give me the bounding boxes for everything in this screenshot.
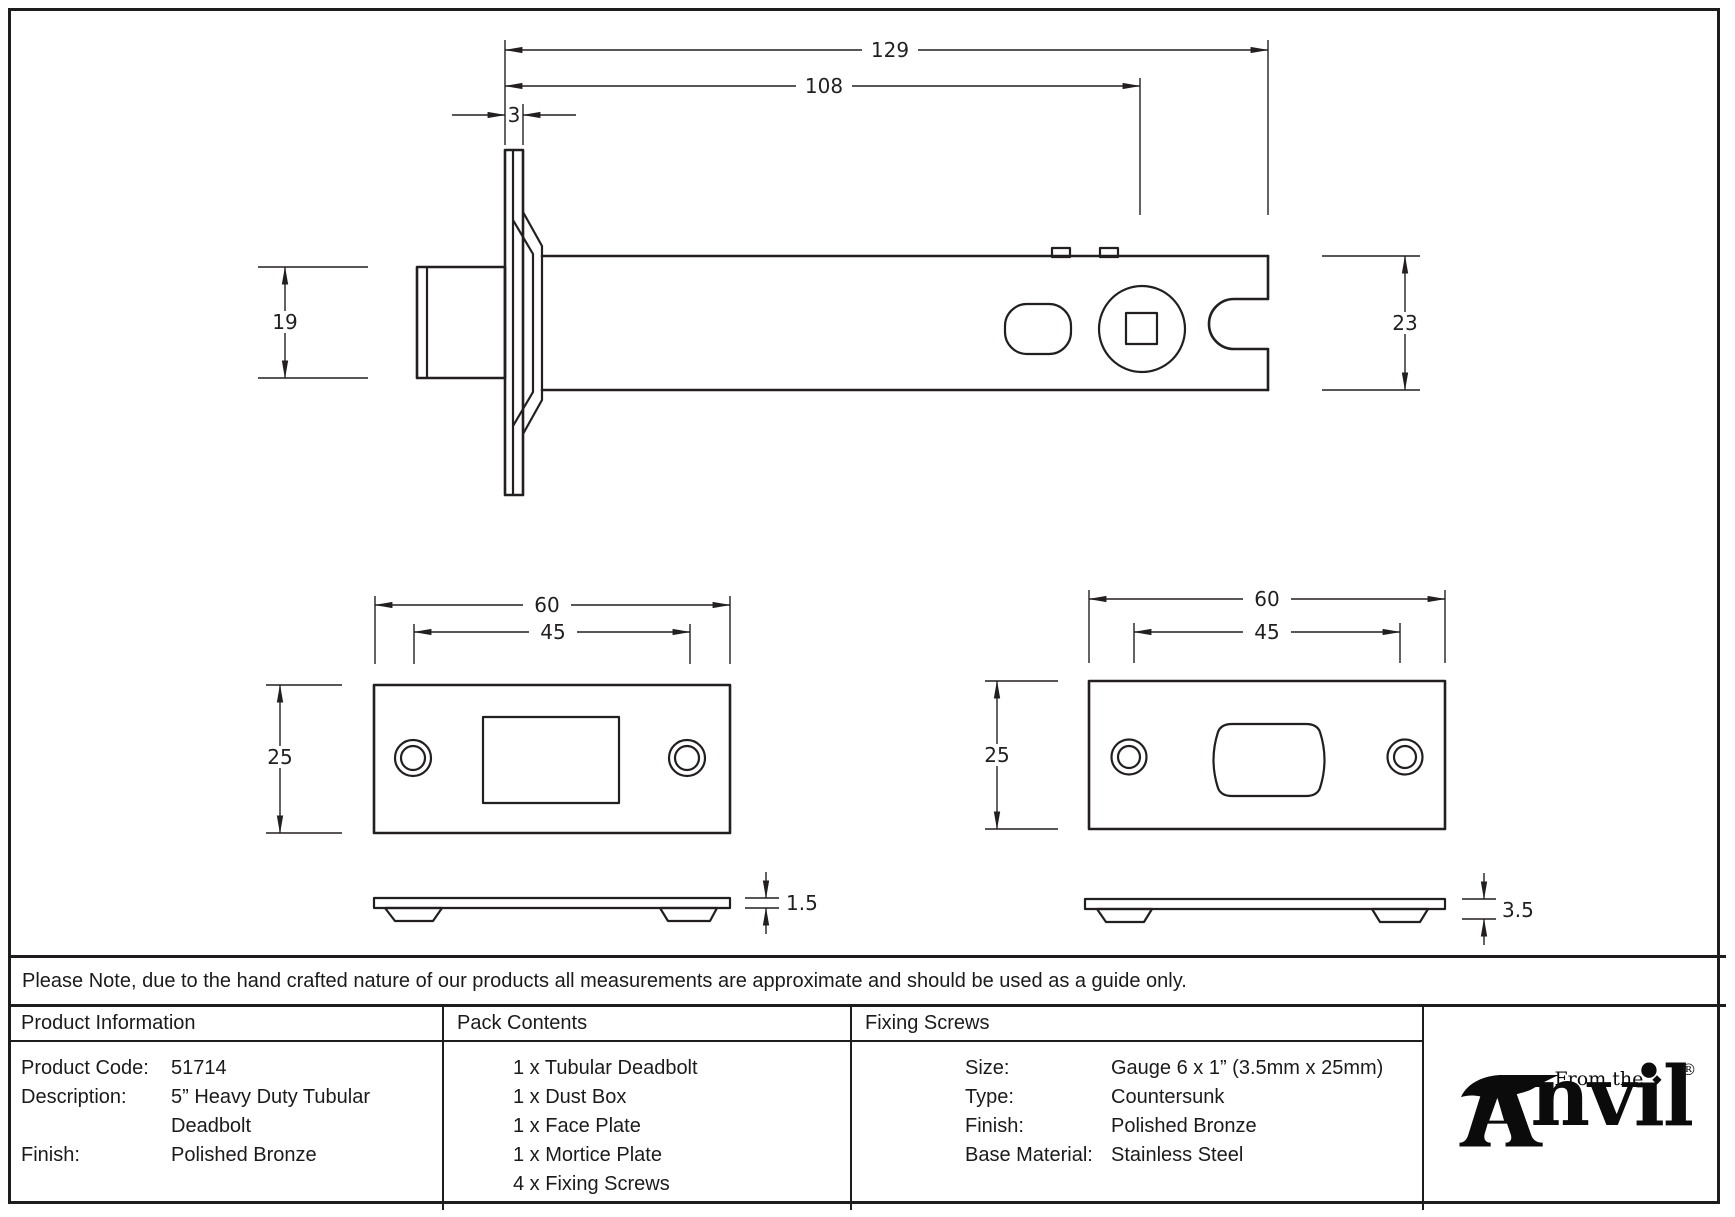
product-info-header: Product Information — [8, 1007, 442, 1042]
svg-text:45: 45 — [540, 620, 565, 644]
svg-text:23: 23 — [1392, 311, 1417, 335]
dim-overall-length: 129 — [504, 38, 1269, 215]
field-value: Countersunk — [1111, 1086, 1225, 1108]
field-label: Product Code: — [21, 1057, 149, 1079]
fixing-screws-section: Fixing Screws Size: Gauge 6 x 1” (3.5mm … — [852, 1007, 1424, 1210]
logo-cell: nvil From the◆ ® — [1424, 1007, 1726, 1210]
field-value: 51714 — [171, 1057, 227, 1079]
svg-text:3.5: 3.5 — [1502, 898, 1534, 922]
description-row-2: Deadbolt — [8, 1112, 442, 1141]
dim-mortice-fixing-centres: 45 — [413, 620, 691, 664]
svg-text:1.5: 1.5 — [786, 891, 818, 915]
pack-contents-header: Pack Contents — [444, 1007, 850, 1042]
field-value: Gauge 6 x 1” (3.5mm x 25mm) — [1111, 1057, 1384, 1079]
field-value: Polished Bronze — [171, 1144, 317, 1166]
dim-faceplate-thickness: 3 — [452, 103, 576, 145]
svg-text:108: 108 — [805, 74, 843, 98]
field-label: Size: — [965, 1057, 1010, 1079]
finish-row: Finish: Polished Bronze — [852, 1112, 1422, 1141]
dim-mortice-width: 60 — [374, 593, 731, 664]
dim-mortice-height: 25 — [263, 684, 342, 834]
finish-row: Finish: Polished Bronze — [8, 1141, 442, 1170]
dim-faceplate-width: 60 — [1088, 587, 1446, 663]
mortice-plate-front-view — [372, 683, 732, 835]
dim-length-to-spindle: 108 — [504, 74, 1141, 215]
fixing-screws-header: Fixing Screws — [852, 1007, 1422, 1042]
product-code-row: Product Code: 51714 — [8, 1054, 442, 1083]
mortice-plate-side-view — [372, 896, 732, 923]
dim-faceplate-height: 25 — [980, 680, 1058, 830]
anvil-a-icon — [1458, 1074, 1559, 1146]
svg-text:60: 60 — [534, 593, 559, 617]
field-value: Deadbolt — [171, 1115, 252, 1137]
technical-drawing: 129 108 3 19 23 — [258, 38, 1534, 945]
dim-case-height: 23 — [1322, 255, 1422, 391]
field-label: Type: — [965, 1086, 1014, 1108]
type-row: Type: Countersunk — [852, 1083, 1422, 1112]
dim-faceplate-fixing-centres: 45 — [1133, 620, 1401, 663]
field-value: Stainless Steel — [1111, 1144, 1244, 1166]
field-value: Polished Bronze — [1111, 1115, 1257, 1137]
field-label: Finish: — [21, 1144, 80, 1166]
info-table: Please Note, due to the hand crafted nat… — [8, 955, 1726, 1210]
registered-mark: ® — [1680, 1059, 1697, 1079]
anvil-logo: nvil From the◆ ® — [1458, 1054, 1697, 1150]
field-value: 5” Heavy Duty Tubular — [171, 1086, 370, 1108]
svg-text:19: 19 — [272, 310, 297, 334]
field-label: Description: — [21, 1086, 127, 1108]
field-label: Finish: — [965, 1115, 1024, 1137]
dim-faceplate-thickness-side: 3.5 — [1462, 873, 1534, 945]
product-info-section: Product Information Product Code: 51714 … — [8, 1007, 444, 1210]
dim-mortice-thickness: 1.5 — [745, 872, 818, 934]
pack-item: 1 x Dust Box — [513, 1086, 627, 1108]
pack-item: 1 x Face Plate — [513, 1115, 641, 1137]
dim-bolt-height: 19 — [258, 266, 368, 379]
brand-text: nvil — [1530, 1048, 1695, 1145]
size-row: Size: Gauge 6 x 1” (3.5mm x 25mm) — [852, 1054, 1422, 1083]
from-the-text: From the◆ — [1554, 1067, 1662, 1090]
pack-item: 1 x Mortice Plate — [513, 1144, 662, 1166]
svg-text:25: 25 — [984, 743, 1009, 767]
pack-contents-section: Pack Contents 1 x Tubular Deadbolt 1 x D… — [444, 1007, 852, 1210]
note-bar: Please Note, due to the hand crafted nat… — [8, 955, 1726, 1007]
svg-text:3: 3 — [508, 103, 521, 127]
note-text: Please Note, due to the hand crafted nat… — [22, 969, 1187, 992]
face-plate-front-view — [1087, 679, 1447, 831]
svg-text:25: 25 — [267, 745, 292, 769]
outer-border — [8, 8, 1720, 1204]
deadbolt-side-view — [415, 148, 1270, 497]
pack-item: 4 x Fixing Screws — [513, 1173, 670, 1195]
description-row: Description: 5” Heavy Duty Tubular — [8, 1083, 442, 1112]
svg-text:60: 60 — [1254, 587, 1279, 611]
pack-item: 1 x Tubular Deadbolt — [513, 1057, 698, 1079]
diamond-icon: ◆ — [1652, 1071, 1662, 1086]
svg-text:45: 45 — [1254, 620, 1279, 644]
face-plate-side-view — [1083, 897, 1447, 924]
base-material-row: Base Material: Stainless Steel — [852, 1141, 1422, 1170]
field-label: Base Material: — [965, 1144, 1093, 1166]
svg-text:129: 129 — [871, 38, 909, 62]
